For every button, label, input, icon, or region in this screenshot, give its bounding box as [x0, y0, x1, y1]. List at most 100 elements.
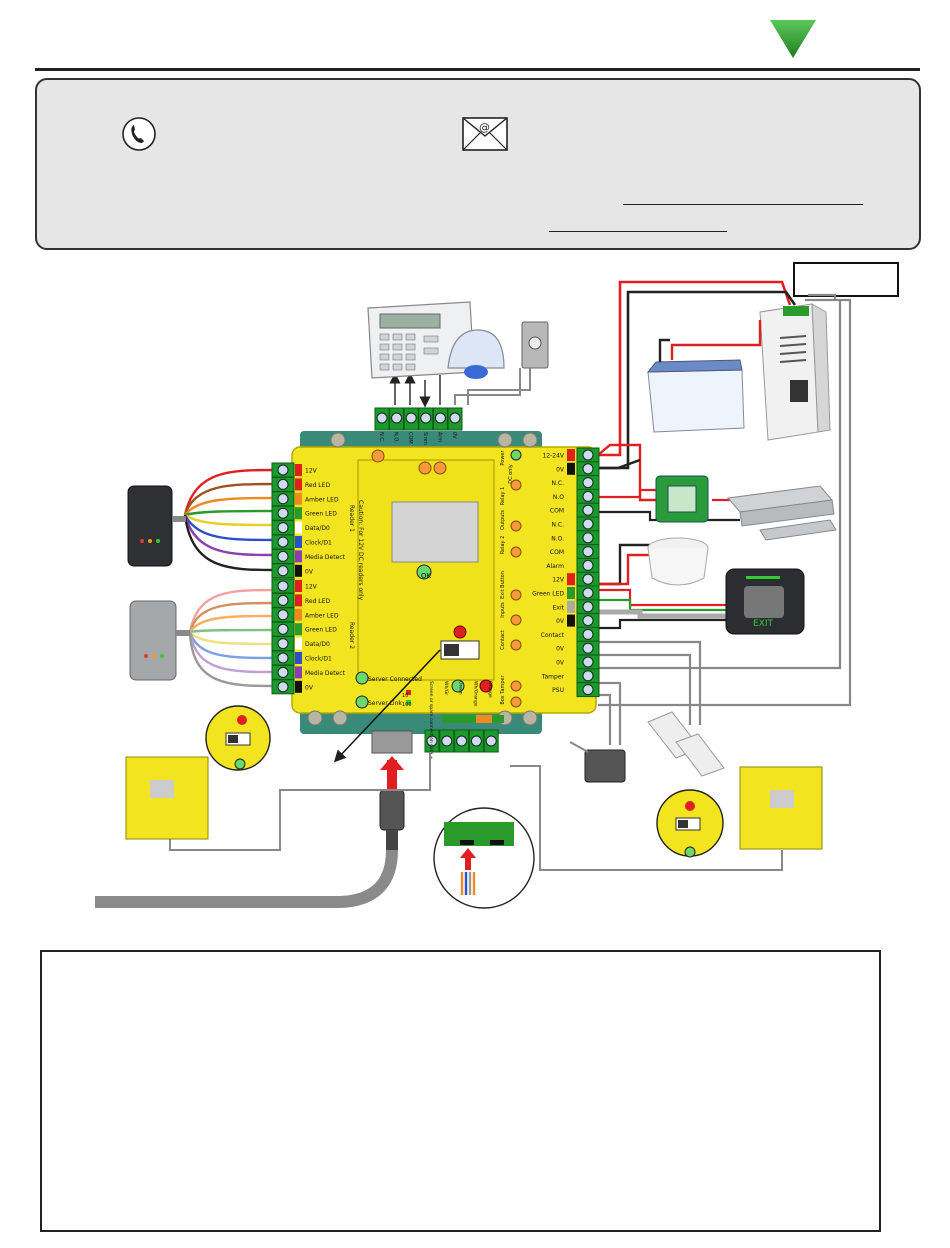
left-terminal-label: Green LED	[305, 627, 337, 634]
right-terminal-label: PSU	[552, 687, 564, 694]
left-terminal[interactable]	[271, 505, 295, 521]
left-terminal-label: Green LED	[305, 511, 337, 518]
right-terminal[interactable]	[576, 447, 600, 463]
left-terminal[interactable]	[271, 520, 295, 536]
bottom-terminal[interactable]	[424, 729, 440, 753]
reader2-wires	[188, 588, 277, 688]
bottom-terminal[interactable]	[439, 729, 455, 753]
sounder	[647, 537, 709, 586]
key-switch	[521, 321, 549, 369]
left-terminal[interactable]	[271, 636, 295, 652]
right-terminal-label: 12-24V	[542, 453, 564, 460]
right-terminal-strip[interactable]	[576, 447, 600, 698]
website-link-underline[interactable]	[623, 204, 863, 205]
right-terminal[interactable]	[576, 557, 600, 573]
left-terminal[interactable]	[271, 592, 295, 608]
switch-pointer-arrow	[333, 649, 441, 763]
bottom-terminal[interactable]	[454, 729, 470, 753]
right-terminal[interactable]	[576, 585, 600, 601]
wiring-diagram: EXIT	[95, 280, 852, 909]
left-terminal[interactable]	[271, 664, 295, 680]
top-terminal[interactable]	[418, 407, 434, 431]
alarm-keypad	[367, 301, 475, 379]
top-terminal-label: N.O.	[393, 432, 399, 443]
left-terminal[interactable]	[271, 621, 295, 637]
left-terminal-label: Amber LED	[305, 496, 339, 503]
right-terminal-label: Exit	[553, 604, 565, 611]
switch-label-10: 10	[402, 693, 408, 699]
left-terminal-label: Clock/D1	[305, 656, 332, 663]
right-group-label: Outputs	[500, 510, 506, 530]
left-terminal[interactable]	[271, 476, 295, 492]
top-terminal[interactable]	[389, 407, 405, 431]
top-terminal-label: COM	[407, 432, 413, 444]
mini-board-zoom-right	[656, 789, 724, 858]
email-link-underline[interactable]	[549, 231, 727, 232]
right-terminal[interactable]	[576, 544, 600, 560]
contact-box: @	[35, 78, 921, 250]
top-terminal[interactable]	[447, 407, 463, 431]
mini-controller-right	[739, 766, 823, 850]
bottom-terminal[interactable]	[483, 729, 499, 753]
right-terminal-label: 0V	[556, 646, 565, 653]
right-group-label: Exit Button	[500, 571, 506, 599]
right-terminal[interactable]	[576, 682, 600, 698]
card-reader-1	[127, 485, 186, 567]
left-terminal-label: Media Detect	[305, 554, 346, 561]
server-link-label: Server Link	[368, 700, 402, 707]
right-terminal[interactable]	[576, 626, 600, 642]
right-terminal[interactable]	[576, 668, 600, 684]
left-terminal-strip[interactable]	[271, 462, 295, 695]
email-icon: @	[462, 117, 508, 151]
reader2-title: Reader 2	[348, 622, 355, 649]
svg-text:@: @	[479, 121, 490, 134]
left-terminal-label: Red LED	[305, 598, 330, 605]
top-terminal-label: 0V	[451, 432, 457, 439]
top-terminal[interactable]	[403, 407, 419, 431]
bottom-terminal[interactable]	[468, 729, 484, 753]
left-terminal[interactable]	[271, 578, 295, 594]
reader1-title: Reader 1	[348, 505, 355, 532]
left-terminal[interactable]	[271, 462, 295, 478]
right-terminal[interactable]	[576, 475, 600, 491]
phone-icon	[122, 117, 156, 151]
right-group-label: Relay 2	[500, 536, 506, 555]
right-group-label: Contact	[500, 630, 506, 649]
left-terminal-label: 0V	[305, 568, 314, 575]
right-terminal[interactable]	[576, 654, 600, 670]
right-terminal-label: N.C.	[552, 522, 565, 529]
left-terminal[interactable]	[271, 650, 295, 666]
top-terminal-strip[interactable]	[374, 407, 463, 431]
right-terminal[interactable]	[576, 488, 600, 504]
right-terminal[interactable]	[576, 571, 600, 587]
left-terminal[interactable]	[271, 548, 295, 564]
left-terminal[interactable]	[271, 563, 295, 579]
right-terminal[interactable]	[576, 640, 600, 656]
left-terminal[interactable]	[271, 534, 295, 550]
switch-label-100: 100	[402, 702, 412, 708]
right-terminal[interactable]	[576, 613, 600, 629]
top-terminal[interactable]	[374, 407, 390, 431]
bottom-terminal-strip[interactable]	[424, 729, 499, 753]
right-terminal[interactable]	[576, 502, 600, 518]
right-terminal[interactable]	[576, 530, 600, 546]
left-terminal[interactable]	[271, 491, 295, 507]
battery	[646, 320, 762, 433]
left-terminal[interactable]	[271, 607, 295, 623]
right-terminal-label: COM	[550, 508, 564, 515]
left-terminal[interactable]	[271, 679, 295, 695]
card-reader-2	[129, 600, 190, 681]
svg-text:EXIT: EXIT	[753, 619, 774, 629]
caution-text: Caution: For 12V DC readers only	[357, 500, 364, 601]
right-terminal[interactable]	[576, 516, 600, 532]
reader1-wires	[183, 468, 277, 572]
right-terminal[interactable]	[576, 461, 600, 477]
right-terminal[interactable]	[576, 599, 600, 615]
ok-led-label: OK	[421, 572, 432, 580]
psu-label-box	[793, 262, 899, 297]
right-terminal-labels: 12-24V0VN.C.N.OCOMN.C.N.O.COMAlarm12VGre…	[500, 449, 575, 708]
left-terminal-label: Data/D0	[305, 641, 330, 648]
top-terminal[interactable]	[432, 407, 448, 431]
